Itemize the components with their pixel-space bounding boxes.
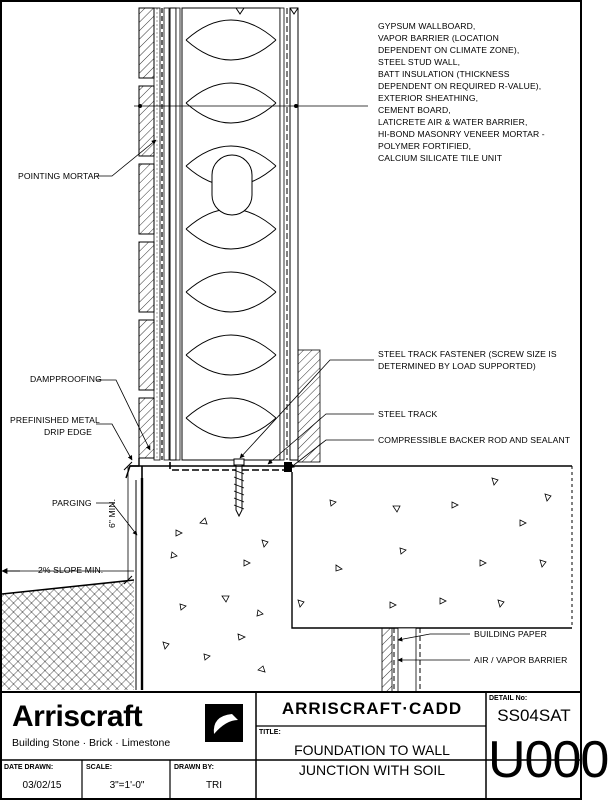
scale-value: 3"=1'-0" [109, 780, 145, 791]
title-line-1: FOUNDATION TO WALL [294, 742, 450, 758]
drip-edge-label-1: PREFINISHED METAL [10, 415, 100, 425]
logo-wordmark: Arriscraft [12, 700, 143, 733]
cement-board [163, 7, 170, 461]
min-dimension-label: 6" MIN. [107, 498, 117, 528]
title-line-2: JUNCTION WITH SOIL [298, 762, 446, 778]
cadd-heading: ARRISCRAFT·CADD [281, 699, 463, 718]
layer-label: HI-BOND MASONRY VENEER MORTAR - [378, 129, 545, 139]
concrete-aggregate [162, 477, 552, 673]
layer-label: POLYMER FORTIFIED, [378, 141, 472, 151]
detail-drawing [0, 0, 582, 800]
drip-edge-label-2: DRIP EDGE [44, 427, 93, 437]
layer-label: CEMENT BOARD, [378, 105, 451, 115]
track-fastener [233, 458, 245, 518]
drawn-caption: DRAWN BY: [174, 764, 214, 771]
gypsum-wallboard [289, 7, 299, 461]
fastener-label-2: DETERMINED BY LOAD SUPPORTED) [378, 361, 536, 371]
leaders [96, 139, 470, 663]
building-paper-label: BUILDING PAPER [474, 629, 547, 639]
interior-stud-flange [279, 7, 285, 461]
parging-label: PARGING [52, 498, 92, 508]
backer-rod [284, 462, 292, 472]
detail-caption: DETAIL No: [489, 695, 528, 702]
layer-label: LATICRETE AIR & WATER BARRIER, [378, 117, 528, 127]
date-caption: DATE DRAWN: [4, 764, 54, 771]
slope-label: 2% SLOPE MIN. [38, 565, 104, 575]
scale-caption: SCALE: [86, 764, 113, 771]
exterior-sheathing [169, 7, 177, 461]
layer-label: DEPENDENT ON REQUIRED R-VALUE), [378, 81, 542, 91]
layer-label: EXTERIOR SHEATHING, [378, 93, 479, 103]
stud-web-opening [211, 154, 253, 216]
steel-track-label: STEEL TRACK [378, 409, 438, 419]
sheet-border [0, 0, 582, 800]
grade-line [1, 579, 135, 595]
detail-code: SS04SAT [497, 706, 571, 725]
pointing-mortar-label: POINTING MORTAR [18, 171, 100, 181]
title-block [1, 691, 581, 799]
soil-hatch [2, 580, 134, 690]
air-barrier-label: AIR / VAPOR BARRIER [474, 655, 568, 665]
layer-label: GYPSUM WALLBOARD, [378, 21, 476, 31]
date-value: 03/02/15 [22, 780, 62, 791]
fastener-label-1: STEEL TRACK FASTENER (SCREW SIZE IS [378, 349, 557, 359]
layer-label: DEPENDENT ON CLIMATE ZONE), [378, 45, 520, 55]
layer-label: CALCIUM SILICATE TILE UNIT [378, 153, 503, 163]
drawn-value: TRI [205, 780, 223, 791]
layer-label: VAPOR BARRIER (LOCATION [378, 33, 499, 43]
detail-number: U000 [488, 731, 608, 789]
tile-units [138, 7, 155, 459]
veneer-mortar [153, 7, 161, 461]
title-caption: TITLE: [259, 729, 281, 736]
backer-rod-label: COMPRESSIBLE BACKER ROD AND SEALANT [378, 435, 571, 445]
dampproofing-label: DAMPPROOFING [30, 374, 102, 384]
batt-insulation [181, 7, 281, 461]
wall-assembly [134, 7, 368, 461]
logo-tagline: Building Stone · Brick · Limestone [12, 737, 171, 749]
grade-soil [1, 461, 135, 690]
steel-stud [175, 7, 181, 461]
layer-list: GYPSUM WALLBOARD, VAPOR BARRIER (LOCATIO… [378, 20, 545, 164]
layer-label: BATT INSULATION (THICKNESS [378, 69, 510, 79]
logo-mark-icon [205, 704, 243, 742]
layer-label: STEEL STUD WALL, [378, 57, 461, 67]
interior-floor-edge [297, 349, 321, 463]
